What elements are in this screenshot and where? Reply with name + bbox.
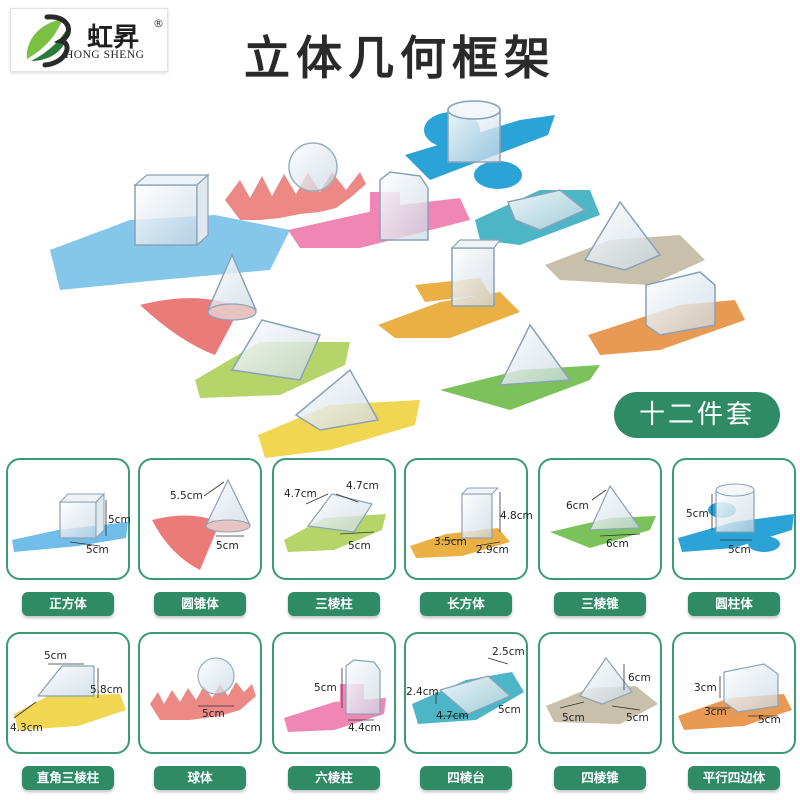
product-card-cube[interactable]: 5cm 5cm (6, 458, 131, 580)
hero-triangular-prism (195, 319, 350, 398)
dimension-label: 5cm (44, 650, 67, 662)
dimension-label: 5cm (108, 514, 131, 526)
hero-frustum (475, 189, 600, 245)
dimension-label: 6cm (566, 500, 589, 512)
dimension-label: 4.7cm (436, 710, 469, 722)
dimension-label: 2.5cm (492, 646, 525, 658)
frustum-icon (412, 657, 524, 724)
dimension-label: 5cm (686, 508, 709, 520)
product-card-cylinder[interactable]: 5cm 5cm (672, 458, 796, 580)
dimension-label: 2.9cm (476, 544, 509, 556)
registered-mark: ® (153, 17, 164, 30)
product-label-cube[interactable]: 正方体 (22, 592, 114, 616)
dimension-label: 5cm (728, 544, 751, 556)
right-triangular-prism-icon (13, 663, 126, 730)
product-card-triangular-prism[interactable]: 4.7cm 4.7cm 5cm (272, 458, 396, 580)
brand-name-cn: 虹昇 (87, 23, 140, 53)
product-label-parallelepiped[interactable]: 平行四边体 (688, 766, 780, 790)
product-label-triangular-pyramid[interactable]: 三棱锥 (554, 592, 646, 616)
dimension-label: 4.7cm (346, 480, 379, 492)
triangular-pyramid-icon (550, 484, 656, 548)
product-card-sphere[interactable]: 5cm (138, 632, 262, 754)
cone-icon (152, 478, 251, 570)
hexagonal-prism-icon (284, 659, 386, 732)
dimension-label: 3.5cm (434, 536, 467, 548)
product-label-hex-prism[interactable]: 六棱柱 (288, 766, 380, 790)
cylinder-icon (678, 483, 794, 552)
product-label-cone[interactable]: 圆锥体 (154, 592, 246, 616)
leaf-logo-icon (26, 14, 71, 68)
dimension-label: 4.3cm (10, 722, 43, 734)
product-card-square-pyramid[interactable]: 6cm 5cm 5cm (538, 632, 662, 754)
product-label-square-pyramid[interactable]: 四棱锥 (554, 766, 646, 790)
product-label-cylinder[interactable]: 圆柱体 (688, 592, 780, 616)
dimension-label: 4.4cm (348, 722, 381, 734)
dimension-label: 5cm (626, 712, 649, 724)
dimension-label: 3cm (694, 682, 717, 694)
dimension-label: 5.8cm (90, 684, 123, 696)
dimension-label: 4.8cm (500, 510, 533, 522)
triangular-prism-icon (284, 493, 386, 552)
dimension-label: 6cm (606, 538, 629, 550)
hero-cylinder (405, 100, 555, 189)
set-count-badge: 十二件套 (614, 392, 780, 438)
product-card-triangular-pyramid[interactable]: 6cm 6cm (538, 458, 662, 580)
parallelepiped-icon (678, 663, 792, 730)
dimension-label: 3cm (704, 706, 727, 718)
product-card-parallelepiped[interactable]: 3cm 3cm 5cm (672, 632, 796, 754)
hero-right-triangular-prism (258, 368, 420, 458)
dimension-label: 5cm (86, 544, 109, 556)
product-card-cone[interactable]: 5.5cm 5cm (138, 458, 262, 580)
product-label-sphere[interactable]: 球体 (154, 766, 246, 790)
square-pyramid-icon (546, 656, 658, 724)
dimension-label: 5cm (562, 712, 585, 724)
hero-triangular-pyramid (440, 323, 600, 410)
dimension-label: 5cm (348, 540, 371, 552)
page-title: 立体几何框架 (244, 31, 556, 85)
brand-logo: 虹昇 ® HONG SHENG (10, 8, 168, 72)
dimension-label: 5cm (202, 708, 225, 720)
cube-icon (12, 492, 128, 552)
hero-product-illustration (50, 100, 745, 458)
hero-cuboid (378, 239, 520, 338)
product-label-triangular-prism[interactable]: 三棱柱 (288, 592, 380, 616)
brand-name-en: HONG SHENG (65, 49, 145, 61)
dimension-label: 5cm (498, 704, 521, 716)
product-card-frustum[interactable]: 2.5cm 2.4cm 4.7cm 5cm (404, 632, 528, 754)
dimension-label: 5.5cm (170, 490, 203, 502)
product-card-right-triangular-prism[interactable]: 5cm 5.8cm 4.3cm (6, 632, 130, 754)
product-label-frustum[interactable]: 四棱台 (420, 766, 512, 790)
product-card-hex-prism[interactable]: 5cm 4.4cm (272, 632, 396, 754)
hero-square-pyramid (545, 200, 705, 285)
dimension-label: 5cm (758, 714, 781, 726)
product-label-right-triangular-prism[interactable]: 直角三棱柱 (22, 766, 114, 790)
hero-cone (140, 253, 258, 355)
dimension-label: 5cm (216, 540, 239, 552)
sphere-icon (150, 657, 256, 720)
dimension-label: 6cm (628, 672, 651, 684)
dimension-label: 2.4cm (406, 686, 439, 698)
hero-parallelepiped (588, 271, 745, 355)
product-label-cuboid[interactable]: 长方体 (420, 592, 512, 616)
product-card-cuboid[interactable]: 4.8cm 3.5cm 2.9cm (404, 458, 533, 580)
dimension-label: 5cm (314, 682, 337, 694)
cuboid-icon (410, 487, 510, 558)
hero-hex-prism (288, 171, 470, 248)
hero-sphere (225, 142, 366, 220)
dimension-label: 4.7cm (284, 488, 317, 500)
